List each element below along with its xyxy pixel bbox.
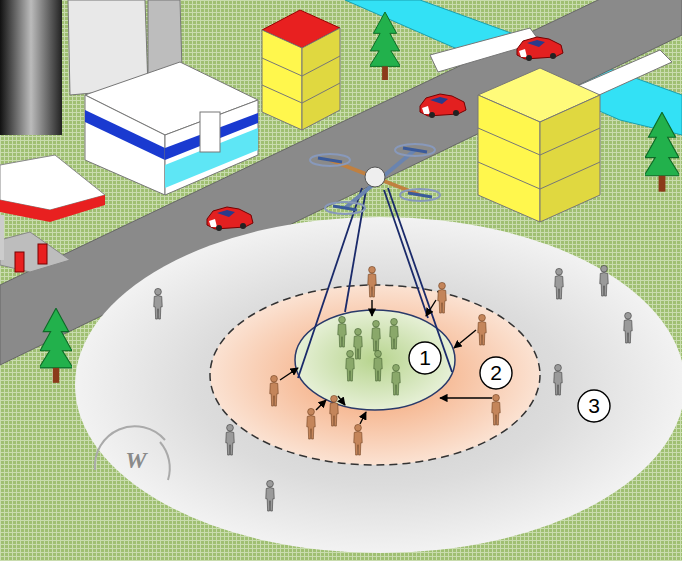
people-inner bbox=[338, 316, 400, 395]
watermark-arc bbox=[95, 426, 170, 480]
watermark: W bbox=[125, 447, 146, 474]
gas-station bbox=[0, 155, 105, 272]
cars bbox=[207, 37, 563, 231]
association-arrows bbox=[280, 300, 492, 424]
people-middle bbox=[270, 266, 500, 455]
callout-circle: 2 bbox=[479, 356, 513, 390]
people-outer bbox=[154, 265, 632, 511]
drone-beams bbox=[298, 188, 452, 378]
callout-number: 2 bbox=[490, 361, 502, 385]
drone bbox=[310, 144, 440, 214]
callout-circle: 1 bbox=[408, 341, 442, 375]
callout-circle: 3 bbox=[577, 389, 611, 423]
callout-number: 1 bbox=[419, 346, 431, 370]
callout-number: 3 bbox=[588, 394, 600, 418]
buildings bbox=[0, 0, 600, 222]
coverage-zones bbox=[75, 217, 682, 553]
